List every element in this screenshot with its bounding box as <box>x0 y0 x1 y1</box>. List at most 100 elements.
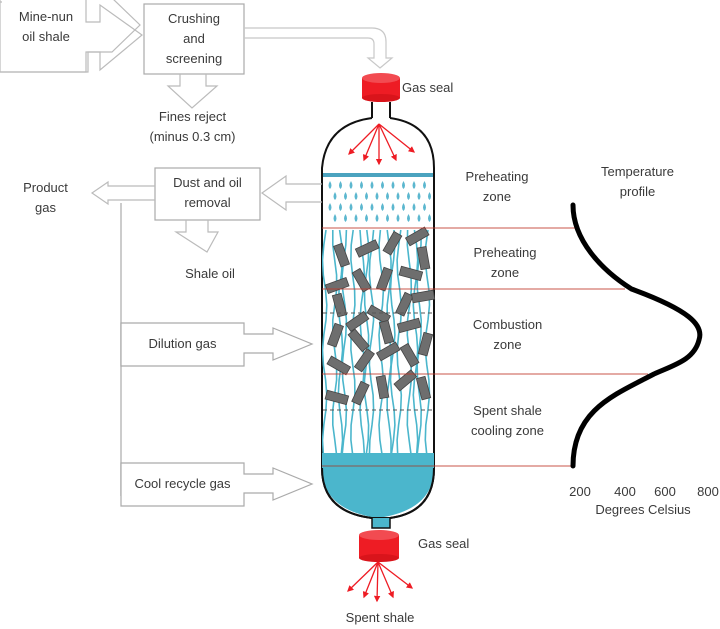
shale-rock <box>393 369 418 392</box>
feed-arrow-outline <box>0 0 143 73</box>
droplet <box>381 203 384 211</box>
shale-rock <box>353 348 375 373</box>
product-gas-label: Product gas <box>8 178 83 218</box>
droplet <box>370 181 374 189</box>
droplet <box>360 203 363 211</box>
droplet <box>375 192 379 200</box>
dashed-dividers <box>323 312 433 411</box>
droplet <box>375 214 379 222</box>
bottom-gas-seal <box>359 530 399 562</box>
tick-800: 800 <box>697 484 719 499</box>
liquid-rivulets <box>322 229 431 456</box>
droplet <box>407 214 410 222</box>
zone-2-line2: zone <box>490 265 520 280</box>
droplet <box>365 214 368 222</box>
dust-oil-removal-box <box>154 167 261 221</box>
bottom-discharge-arrows <box>347 561 414 603</box>
droplet <box>365 192 368 200</box>
droplet <box>328 203 332 211</box>
crushing-label: Crushing and screening <box>144 9 244 69</box>
zone-label-cooling: Spent shale cooling zone <box>460 401 555 441</box>
shale-rock <box>375 375 390 400</box>
droplet <box>402 181 405 189</box>
top-gas-seal <box>362 73 400 102</box>
zone-3-line2: zone <box>493 337 522 352</box>
rivulet <box>363 229 370 456</box>
shale-rock <box>331 292 348 318</box>
droplet <box>428 192 431 200</box>
shale-rock <box>345 310 370 332</box>
zone-4-line1: Spent shale <box>473 403 542 418</box>
temperature-profile-title: Temperature profile <box>590 162 685 202</box>
shale-rock <box>351 267 372 293</box>
rivulet <box>396 229 403 456</box>
droplet <box>360 181 363 189</box>
droplet <box>391 181 395 189</box>
crushing-line1: Crushing <box>167 11 221 26</box>
zone-label-combustion: Combustion zone <box>460 315 555 355</box>
cool-recycle-gas-box <box>120 462 314 507</box>
droplet <box>344 192 347 200</box>
dust-line1: Dust and oil <box>173 175 242 190</box>
rivulet <box>416 229 423 456</box>
droplet <box>339 203 342 211</box>
rivulet <box>368 229 375 456</box>
temp-title-line1: Temperature <box>601 164 674 179</box>
zone-label-preheating-1: Preheating zone <box>452 167 542 207</box>
shale-rock <box>416 246 431 271</box>
feed-label: Mine-nun oil shale <box>6 7 86 47</box>
droplet <box>354 214 358 222</box>
rivulet <box>341 229 348 456</box>
product-gas-line1: Product <box>23 180 68 195</box>
droplet <box>333 192 337 200</box>
zone-label-preheating-2: Preheating zone <box>460 243 550 283</box>
droplet <box>333 214 337 222</box>
shale-rock <box>375 266 393 292</box>
rivulet <box>337 229 344 456</box>
crushing-line3: screening <box>165 51 223 66</box>
zone-2-line1: Preheating <box>473 245 537 260</box>
dilution-gas-box <box>120 322 314 367</box>
droplet <box>386 214 389 222</box>
bottom-neck <box>371 518 391 529</box>
product-gas-line2: gas <box>35 200 56 215</box>
zone-1-line2: zone <box>482 189 512 204</box>
rivulet <box>412 229 419 456</box>
zone-1-line1: Preheating <box>465 169 529 184</box>
droplet <box>423 181 426 189</box>
shale-rock <box>382 230 403 256</box>
droplet <box>349 181 353 189</box>
droplet <box>402 203 405 211</box>
rivulet <box>322 229 328 456</box>
fines-arrow <box>166 74 219 109</box>
transfer-arrow <box>244 27 394 69</box>
shale-oil-label: Shale oil <box>185 266 235 281</box>
tick-200: 200 <box>569 484 591 499</box>
rivulet <box>406 229 413 456</box>
shale-rock <box>415 375 432 401</box>
tick-400: 400 <box>614 484 636 499</box>
shale-rock <box>399 342 420 368</box>
droplet <box>391 203 395 211</box>
shale-rock <box>324 389 350 406</box>
shale-rock <box>398 265 424 282</box>
crushing-box <box>143 3 245 75</box>
rivulet <box>378 229 385 456</box>
droplet <box>396 192 400 200</box>
top-neck <box>371 102 391 118</box>
temperature-profile-curve <box>570 202 703 469</box>
shale-rock <box>417 331 434 357</box>
dust-oil-label: Dust and oil removal <box>155 173 260 213</box>
dilution-gas-label: Dilution gas <box>148 336 217 351</box>
shale-rock <box>333 242 351 268</box>
droplet <box>328 181 332 189</box>
droplet <box>354 192 358 200</box>
droplet <box>412 203 416 211</box>
droplet <box>417 192 421 200</box>
shale-rock <box>396 317 422 334</box>
gas-offtake-arrow <box>260 174 322 212</box>
shale-rock <box>351 380 370 406</box>
droplet <box>339 181 342 189</box>
fines-reject-label: Fines reject (minus 0.3 cm) <box>130 107 255 147</box>
